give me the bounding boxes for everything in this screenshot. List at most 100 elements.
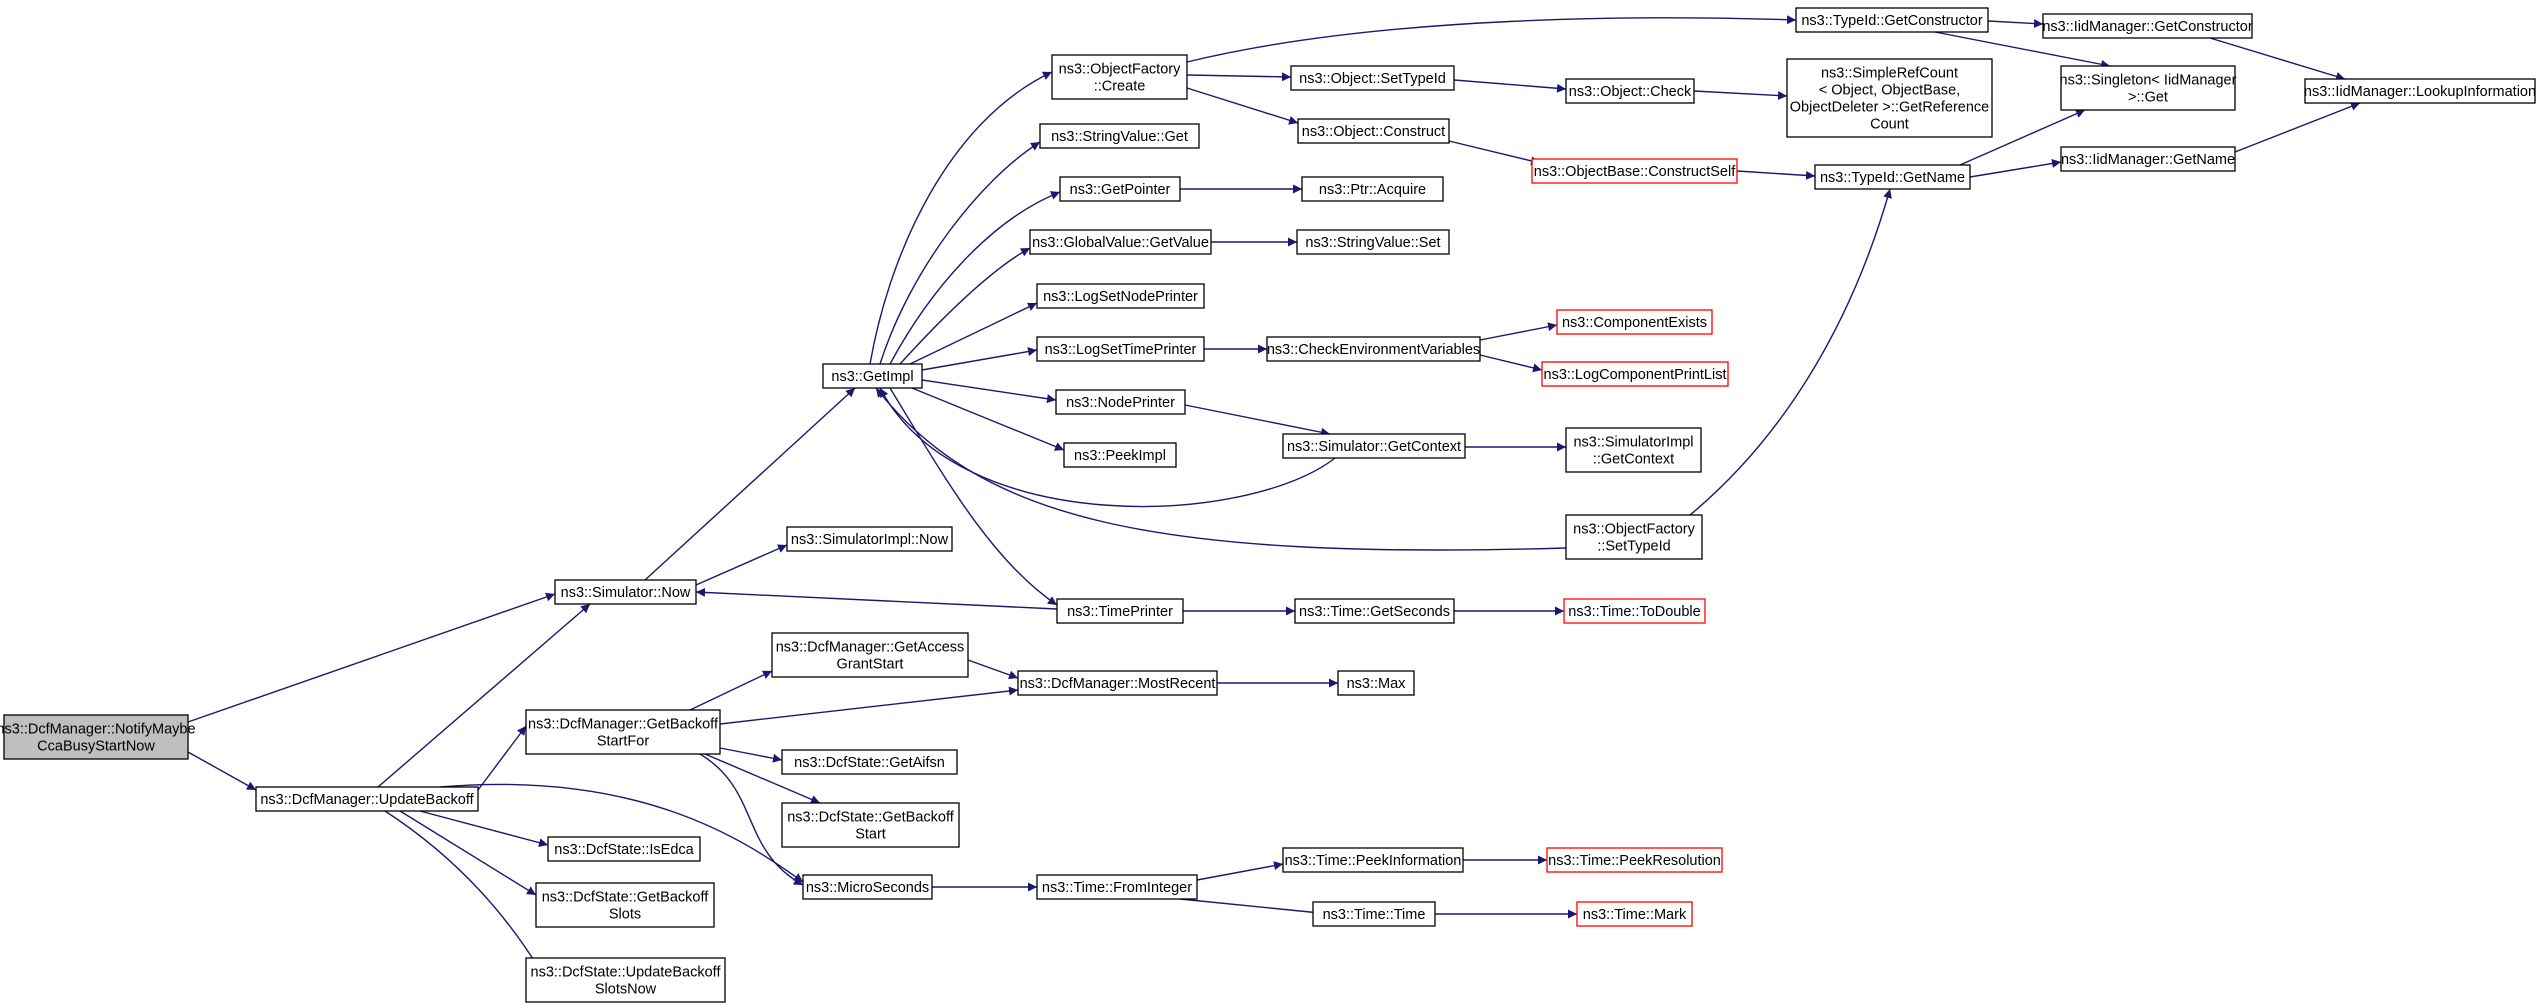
- node-log-set-node-printer[interactable]: ns3::LogSetNodePrinter: [1036, 283, 1205, 309]
- node-box: [1039, 123, 1200, 149]
- edge-notify-maybe-cca-to-update-backoff: [187, 751, 257, 791]
- node-time-get-seconds[interactable]: ns3::Time::GetSeconds: [1294, 598, 1455, 624]
- node-label: ns3::Time::ToDouble: [1568, 604, 1700, 620]
- node-update-backoff[interactable]: ns3::DcfManager::UpdateBackoff: [255, 786, 479, 812]
- node-box: [547, 836, 701, 862]
- node-label: GrantStart: [837, 656, 904, 672]
- node-label: ns3::SimulatorImpl: [1573, 434, 1693, 450]
- node-simulator-now[interactable]: ns3::Simulator::Now: [554, 579, 697, 605]
- node-time-from-integer[interactable]: ns3::Time::FromInteger: [1036, 874, 1198, 900]
- node-string-value-set[interactable]: ns3::StringValue::Set: [1296, 229, 1450, 255]
- node-time-printer[interactable]: ns3::TimePrinter: [1056, 598, 1184, 624]
- node-box: [1056, 598, 1184, 624]
- node-iid-manager-lookup-information[interactable]: ns3::IidManager::LookupInformation: [2304, 78, 2536, 104]
- node-type-id-get-name[interactable]: ns3::TypeId::GetName: [1814, 164, 1971, 190]
- node-get-impl[interactable]: ns3::GetImpl: [822, 363, 923, 389]
- node-box: [1294, 598, 1455, 624]
- edge-object-factory-set-type-id-to-type-id-get-name: [1689, 188, 1892, 516]
- node-peek-impl[interactable]: ns3::PeekImpl: [1063, 442, 1177, 468]
- edge-simulator-get-context-to-get-impl: [879, 387, 1336, 508]
- node-node-printer[interactable]: ns3::NodePrinter: [1055, 389, 1186, 415]
- node-check-environment-variables[interactable]: ns3::CheckEnvironmentVariables: [1266, 336, 1481, 362]
- edge-time-from-integer-to-time-time: [1179, 898, 1331, 918]
- node-label: ::SetTypeId: [1597, 538, 1670, 554]
- node-component-exists[interactable]: ns3::ComponentExists: [1556, 309, 1713, 335]
- node-label: ns3::LogComponentPrintList: [1544, 367, 1727, 383]
- call-nodes: ns3::DcfManager::NotifyMaybeCcaBusyStart…: [0, 7, 2536, 1003]
- node-box: [1563, 598, 1706, 624]
- node-label: ns3::DcfManager::GetAccess: [776, 639, 965, 655]
- node-label: ns3::MicroSeconds: [806, 880, 929, 896]
- node-box: [1059, 176, 1181, 202]
- node-label: ns3::LogSetNodePrinter: [1043, 289, 1198, 305]
- node-singleton-get[interactable]: ns3::Singleton< IidManager >::Get: [2060, 65, 2237, 111]
- node-object-check[interactable]: ns3::Object::Check: [1565, 78, 1695, 104]
- node-log-component-print-list[interactable]: ns3::LogComponentPrintList: [1541, 361, 1729, 387]
- node-label: ns3::Object::SetTypeId: [1299, 71, 1446, 87]
- edge-notify-maybe-cca-to-simulator-now: [187, 592, 556, 723]
- node-box: [1296, 229, 1450, 255]
- node-box: [1017, 670, 1218, 696]
- edge-get-backoff-start-for-to-dcfstate-get-backoff-start: [704, 753, 821, 804]
- node-iid-manager-get-name[interactable]: ns3::IidManager::GetName: [2060, 146, 2236, 172]
- node-type-id-get-constructor[interactable]: ns3::TypeId::GetConstructor: [1795, 7, 1989, 33]
- node-simulator-impl-now[interactable]: ns3::SimulatorImpl::Now: [786, 526, 953, 552]
- node-label: ns3::TypeId::GetConstructor: [1801, 13, 1983, 29]
- edge-object-check-to-simple-ref-count: [1693, 90, 1788, 101]
- node-label: ns3::DcfState::GetAifsn: [794, 755, 945, 771]
- node-global-value-get-value[interactable]: ns3::GlobalValue::GetValue: [1029, 229, 1212, 255]
- node-box: [1565, 514, 1703, 560]
- edge-update-backoff-to-update-backoff-slots-now: [384, 810, 541, 971]
- node-label: ns3::Time::FromInteger: [1042, 880, 1192, 896]
- node-time-mark[interactable]: ns3::Time::Mark: [1576, 901, 1693, 927]
- edge-iid-manager-get-name-to-iid-manager-lookup-information: [2234, 102, 2361, 153]
- node-object-factory-create[interactable]: ns3::ObjectFactory::Create: [1051, 54, 1188, 100]
- edge-update-backoff-to-is-edca: [419, 810, 549, 848]
- node-time-peek-resolution[interactable]: ns3::Time::PeekResolution: [1546, 847, 1723, 873]
- node-label: ns3::IidManager::GetConstructor: [2042, 19, 2253, 35]
- node-max[interactable]: ns3::Max: [1337, 670, 1415, 696]
- node-time-time[interactable]: ns3::Time::Time: [1312, 901, 1436, 927]
- node-ptr-acquire[interactable]: ns3::Ptr::Acquire: [1301, 176, 1444, 202]
- node-label: ns3::Time::Mark: [1583, 907, 1687, 923]
- node-string-value-get[interactable]: ns3::StringValue::Get: [1039, 123, 1200, 149]
- edge-update-backoff-to-simulator-now: [377, 603, 591, 788]
- node-label: ns3::Max: [1347, 676, 1407, 692]
- node-box: [2042, 13, 2253, 39]
- node-iid-manager-get-constructor[interactable]: ns3::IidManager::GetConstructor: [2042, 13, 2253, 39]
- node-is-edca[interactable]: ns3::DcfState::IsEdca: [547, 836, 701, 862]
- node-label: ns3::ObjectFactory: [1059, 61, 1181, 77]
- node-get-pointer[interactable]: ns3::GetPointer: [1059, 176, 1181, 202]
- node-object-base-construct-self[interactable]: ns3::ObjectBase::ConstructSelf: [1531, 158, 1738, 184]
- node-label: >::Get: [2128, 89, 2168, 105]
- node-time-to-double[interactable]: ns3::Time::ToDouble: [1563, 598, 1706, 624]
- node-micro-seconds[interactable]: ns3::MicroSeconds: [802, 874, 933, 900]
- edge-update-backoff-to-get-backoff-start-for: [477, 725, 527, 791]
- node-object-construct[interactable]: ns3::Object::Construct: [1297, 118, 1450, 144]
- node-label: ns3::Object::Construct: [1302, 124, 1445, 140]
- node-time-peek-information[interactable]: ns3::Time::PeekInformation: [1282, 847, 1464, 873]
- node-box: [781, 802, 960, 848]
- node-object-set-type-id[interactable]: ns3::Object::SetTypeId: [1290, 65, 1455, 91]
- node-simulator-impl-get-context[interactable]: ns3::SimulatorImpl::GetContext: [1565, 427, 1702, 473]
- node-simulator-get-context[interactable]: ns3::Simulator::GetContext: [1282, 433, 1466, 459]
- node-get-aifsn[interactable]: ns3::DcfState::GetAifsn: [781, 749, 958, 775]
- node-label: ns3::NodePrinter: [1066, 395, 1175, 411]
- node-label: ns3::DcfManager::UpdateBackoff: [260, 792, 474, 808]
- node-most-recent[interactable]: ns3::DcfManager::MostRecent: [1017, 670, 1218, 696]
- node-simple-ref-count[interactable]: ns3::SimpleRefCount< Object, ObjectBase,…: [1786, 58, 1993, 138]
- node-notify-maybe-cca[interactable]: ns3::DcfManager::NotifyMaybeCcaBusyStart…: [0, 714, 196, 760]
- node-label: ns3::TypeId::GetName: [1820, 170, 1965, 186]
- node-box: [1051, 54, 1188, 100]
- node-box: [554, 579, 697, 605]
- node-box: [781, 749, 958, 775]
- node-label: SlotsNow: [595, 981, 657, 997]
- node-log-set-time-printer[interactable]: ns3::LogSetTimePrinter: [1036, 336, 1205, 362]
- node-object-factory-set-type-id[interactable]: ns3::ObjectFactory::SetTypeId: [1565, 514, 1703, 560]
